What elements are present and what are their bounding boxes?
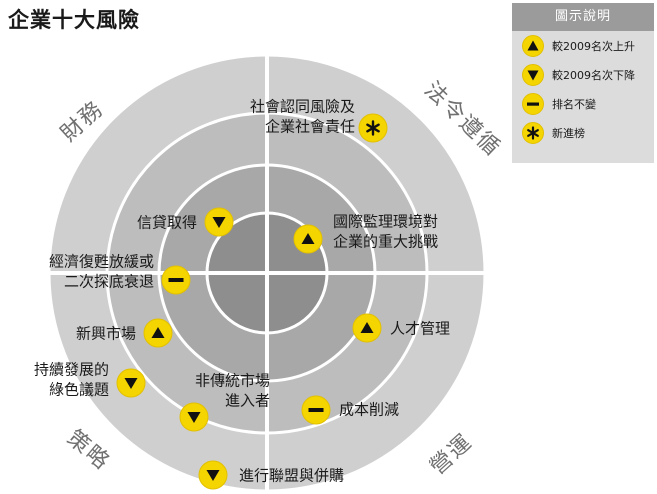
risk-label-non-traditional-entrants-line-1: 非傳統市場 [195,372,270,390]
risk-label-credit-access-line-1: 信貸取得 [137,214,197,232]
risk-label-emerging-markets-line-1: 新興市場 [76,325,136,343]
risk-item-talent-management: 人才管理 [352,313,450,343]
risk-item-emerging-markets: 新興市場 [76,318,173,348]
rank-down-icon [522,64,544,86]
rank-up-icon [522,35,544,57]
risk-item-cost-cutting: 成本削減 [301,395,399,425]
quadrant-dividers [47,53,487,493]
risk-radar-diagram: 財務法令遵循策略營運 社會認同風險及企業社會責任信貸取得國際監理環境對企業的重大… [34,53,506,493]
risk-label-talent-management-line-1: 人才管理 [390,320,450,338]
legend-panel: 圖示說明 較2009名次上升 較2009名次下降 排名不變 新進榜 [512,3,654,163]
legend-label-rank-down: 較2009名次下降 [552,69,635,82]
legend-label-rank-same: 排名不變 [552,98,596,111]
risk-label-green-sustainability-line-2: 綠色議題 [49,381,109,399]
triangle-down-icon [198,460,228,490]
legend-item-rank-up: 較2009名次上升 [512,33,654,60]
risk-label-mergers-alliances-line-1: 進行聯盟與併購 [239,467,344,485]
risk-label-international-regulation-line-2: 企業的重大挑戰 [333,233,438,251]
quadrant-label-strategy: 策略 [62,426,115,476]
legend-item-rank-same: 排名不變 [512,91,654,118]
triangle-down-icon [116,368,146,398]
legend-label-new-entry: 新進榜 [552,127,585,140]
risk-item-mergers-alliances: 進行聯盟與併購 [198,460,344,490]
page-title: 企業十大風險 [8,8,140,32]
quadrant-label-operations: 營運 [425,429,477,480]
risk-label-social-responsibility-line-1: 社會認同風險及 [250,98,355,116]
risk-label-international-regulation-line-1: 國際監理環境對 [333,213,438,231]
dash-icon [301,395,331,425]
legend-item-rank-down: 較2009名次下降 [512,62,654,89]
legend-item-new-entry: 新進榜 [512,120,654,147]
star-icon [358,113,388,143]
triangle-down-icon [179,402,209,432]
legend-title: 圖示說明 [512,3,654,31]
triangle-up-icon [143,318,173,348]
risk-label-non-traditional-entrants-line-2: 進入者 [225,392,270,410]
dash-icon [161,265,191,295]
risk-label-slow-recovery-line-1: 經濟復甦放緩或 [49,253,154,271]
risk-label-social-responsibility-line-2: 企業社會責任 [265,118,355,136]
risk-label-cost-cutting-line-1: 成本削減 [339,401,399,419]
risk-label-green-sustainability-line-1: 持續發展的 [34,361,109,379]
new-entry-star-icon [522,122,544,144]
risk-item-credit-access: 信貸取得 [137,207,234,237]
triangle-up-icon [293,224,323,254]
legend-label-rank-up: 較2009名次上升 [552,40,635,53]
triangle-up-icon [352,313,382,343]
rank-same-icon [522,93,544,115]
risk-label-slow-recovery-line-2: 二次探底衰退 [64,273,154,291]
triangle-down-icon [204,207,234,237]
